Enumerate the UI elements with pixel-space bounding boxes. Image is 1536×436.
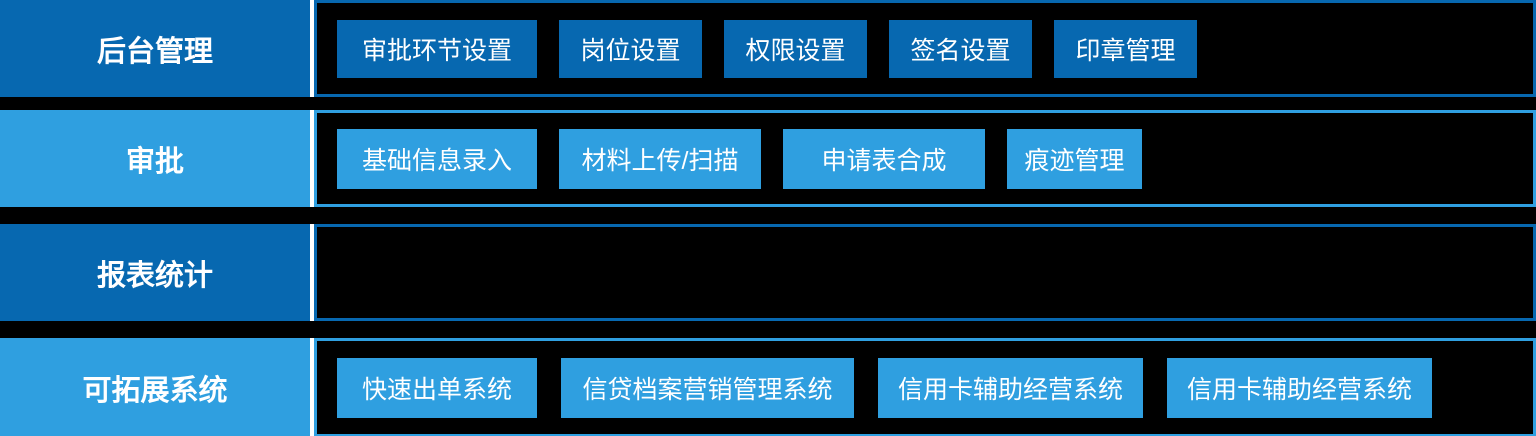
btn-basic-info-entry[interactable]: 基础信息录入 — [337, 128, 537, 189]
btn-post-settings[interactable]: 岗位设置 — [559, 19, 702, 78]
btn-credit-card-assist-operation-system-1[interactable]: 信用卡辅助经营系统 — [878, 357, 1143, 418]
btn-trace-management[interactable]: 痕迹管理 — [1007, 128, 1142, 189]
row-label-backend-management: 后台管理 — [0, 0, 314, 97]
row-label-approval: 审批 — [0, 110, 314, 207]
btn-quick-issue-system[interactable]: 快速出单系统 — [337, 357, 537, 418]
btn-seal-management[interactable]: 印章管理 — [1054, 19, 1197, 78]
row-label-report-statistics: 报表统计 — [0, 224, 314, 321]
btn-application-form-composition[interactable]: 申请表合成 — [783, 128, 985, 189]
btn-signature-settings[interactable]: 签名设置 — [889, 19, 1032, 78]
row-label-text: 后台管理 — [96, 35, 213, 68]
btn-credit-card-assist-operation-system-2[interactable]: 信用卡辅助经营系统 — [1167, 357, 1432, 418]
row-approval: 审批 基础信息录入 材料上传/扫描 申请表合成 痕迹管理 — [0, 110, 1536, 207]
row-content-extensible-systems: 快速出单系统 信贷档案营销管理系统 信用卡辅助经营系统 信用卡辅助经营系统 — [314, 338, 1536, 436]
btn-credit-archive-marketing-system[interactable]: 信贷档案营销管理系统 — [561, 357, 854, 418]
row-label-text: 可拓展系统 — [82, 374, 228, 407]
row-backend-management: 后台管理 审批环节设置 岗位设置 权限设置 签名设置 印章管理 — [0, 0, 1536, 97]
row-content-backend-management: 审批环节设置 岗位设置 权限设置 签名设置 印章管理 — [314, 0, 1536, 97]
btn-material-upload-scan[interactable]: 材料上传/扫描 — [559, 128, 761, 189]
row-content-report-statistics — [314, 224, 1536, 321]
row-content-approval: 基础信息录入 材料上传/扫描 申请表合成 痕迹管理 — [314, 110, 1536, 207]
row-label-text: 报表统计 — [96, 259, 213, 292]
btn-permission-settings[interactable]: 权限设置 — [724, 19, 867, 78]
row-extensible-systems: 可拓展系统 快速出单系统 信贷档案营销管理系统 信用卡辅助经营系统 信用卡辅助经… — [0, 338, 1536, 436]
row-report-statistics: 报表统计 — [0, 224, 1536, 321]
row-label-text: 审批 — [125, 145, 184, 178]
btn-approval-step-settings[interactable]: 审批环节设置 — [337, 19, 537, 78]
row-label-extensible-systems: 可拓展系统 — [0, 338, 314, 436]
